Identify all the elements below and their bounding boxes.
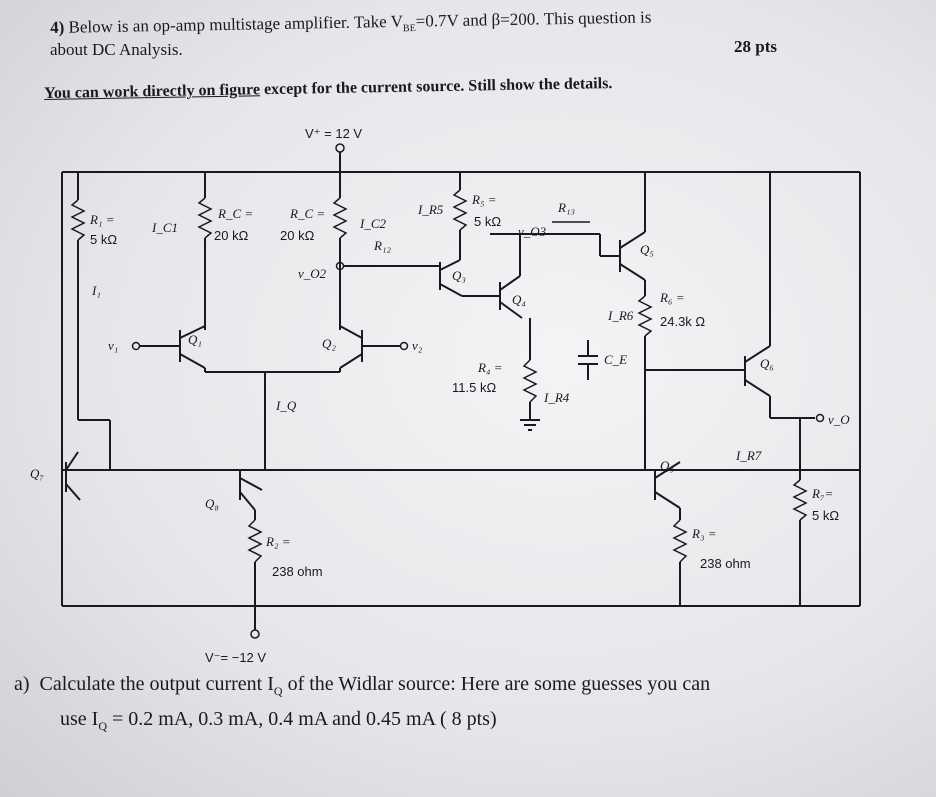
q3-label: Q₃ (452, 268, 466, 283)
q4-label: Q₄ (512, 292, 526, 307)
r13-label: R₁₃ (557, 200, 575, 215)
r6-value: 24.3k Ω (660, 314, 705, 329)
q7-label: Q₇ (30, 466, 44, 481)
r4-label: R₄ = (477, 360, 502, 375)
vo3-label: v_O3 (518, 224, 547, 239)
r2-value: 238 ohm (272, 564, 323, 579)
r3-value: 238 ohm (700, 556, 751, 571)
vplus-terminal (335, 143, 345, 153)
vminus-terminal (250, 629, 260, 639)
r7-resistor (792, 479, 808, 521)
q8-label: Q₈ (205, 496, 219, 511)
ir5-label: I_R5 (417, 202, 444, 217)
iq-label: I_Q (275, 398, 297, 413)
r5-label: R₅ = (471, 192, 496, 207)
v1-label: v₁ (108, 338, 118, 353)
ir6-label: I_R6 (607, 308, 634, 323)
r5-resistor (452, 189, 468, 231)
rc-right-value: 20 kΩ (280, 228, 315, 243)
r5-value: 5 kΩ (474, 214, 501, 229)
r1-resistor (70, 199, 86, 241)
rc-left-resistor (197, 197, 213, 239)
r3-resistor (672, 519, 688, 563)
vo2-label: v_O2 (298, 266, 327, 281)
q6-label: Q₆ (760, 356, 774, 371)
r1-label: R₁ = (89, 212, 114, 227)
v2-label: v₂ (412, 338, 423, 353)
rc-right-resistor (332, 197, 348, 239)
question-line-2: about DC Analysis. (50, 40, 183, 59)
r4-resistor (522, 359, 538, 403)
q5-label: Q₅ (640, 242, 654, 257)
part-a-line-1: a) Calculate the output current IQ of th… (14, 673, 711, 698)
rc-left-label: R_C = (217, 206, 253, 221)
question-points: 28 pts (734, 37, 777, 56)
r7-label: R₇= (811, 486, 833, 501)
q1-label: Q₁ (188, 332, 202, 347)
q2-label: Q₂ (322, 336, 336, 351)
part-a-question: a) Calculate the output current IQ of th… (14, 670, 710, 740)
vo-label: v_O (828, 412, 850, 427)
ic1-label: I_C1 (151, 220, 178, 235)
r2-label: R₂ = (265, 534, 290, 549)
r4-value: 11.5 kΩ (452, 380, 496, 395)
ic2-label: I_C2 (359, 216, 387, 231)
r2-resistor (247, 519, 263, 563)
ir4-label: I_R4 (543, 390, 570, 405)
vminus-label: V⁻= −12 V (205, 650, 266, 665)
r7-value: 5 kΩ (812, 508, 839, 523)
rc-left-value: 20 kΩ (214, 228, 249, 243)
ir7-label: I_R7 (735, 448, 762, 463)
vplus-label: V⁺ = 12 V (305, 126, 362, 141)
r12-label: R₁₂ (373, 238, 391, 253)
r1-value: 5 kΩ (90, 232, 117, 247)
r3-label: R₃ = (691, 526, 716, 541)
ce-label: C_E (604, 352, 627, 367)
r6-resistor (637, 295, 653, 337)
rc-right-label: R_C = (289, 206, 325, 221)
part-a-line-2: use IQ = 0.2 mA, 0.3 mA, 0.4 mA and 0.45… (60, 708, 497, 733)
q9-label: Q₉ (660, 458, 674, 473)
i1-label: I₁ (91, 283, 101, 298)
r6-label: R₆ = (659, 290, 684, 305)
